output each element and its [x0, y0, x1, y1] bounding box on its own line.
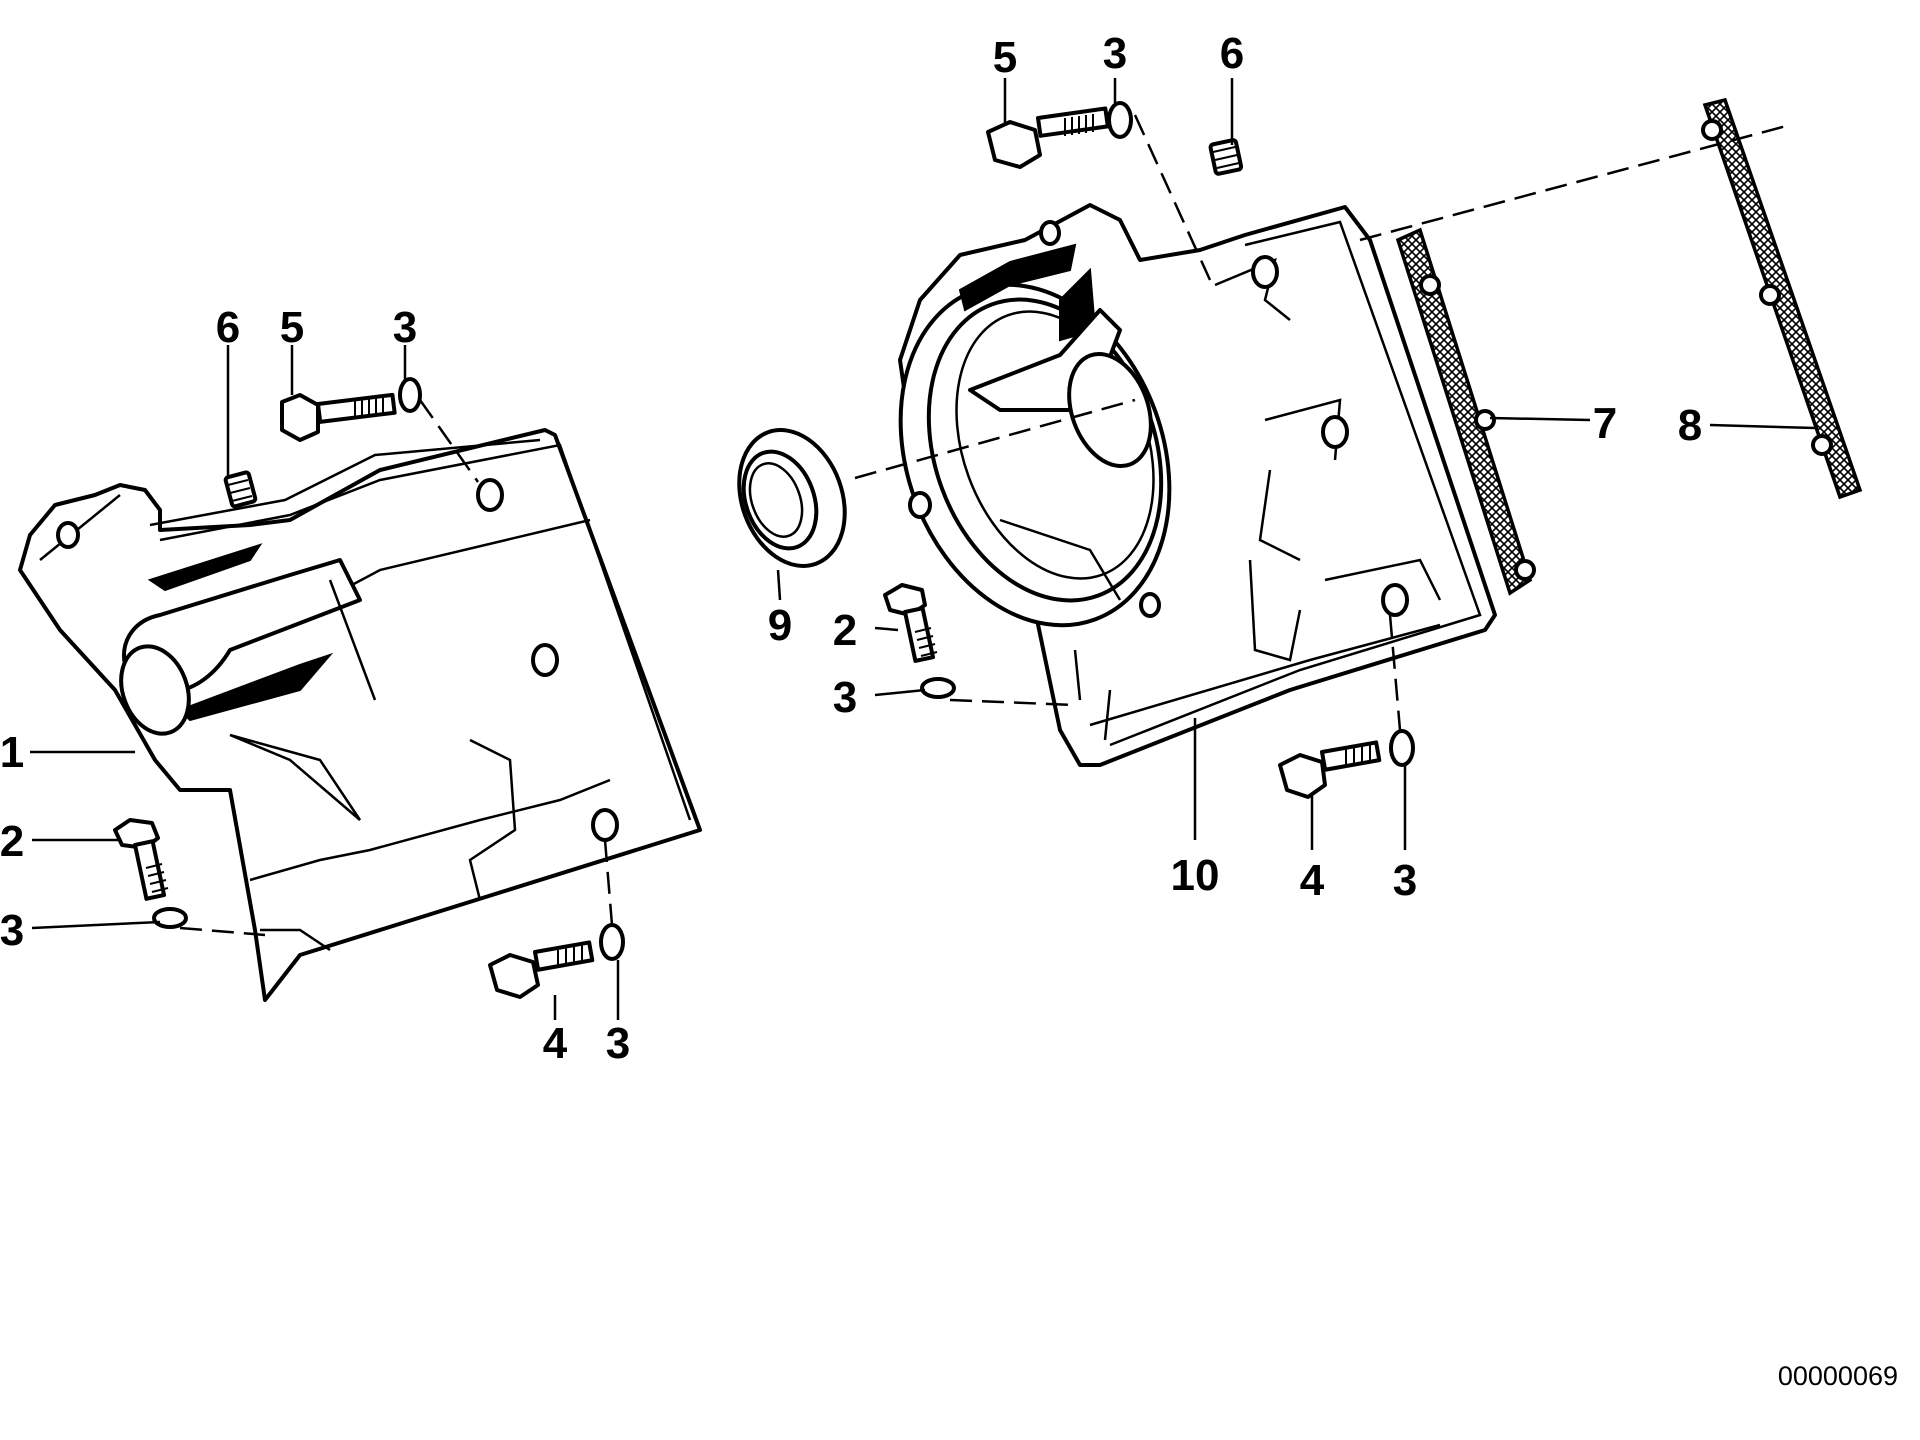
callout-right-6: 6	[1220, 29, 1244, 78]
diagram-number: 00000069	[1778, 1361, 1898, 1391]
callout-left-2: 2	[0, 817, 24, 866]
right-leader-lines	[776, 78, 1816, 850]
right-gasket-8	[1701, 97, 1863, 500]
left-washer-3-mid	[152, 907, 188, 929]
callout-right-3-mid: 3	[833, 673, 857, 722]
callout-left-3-mid: 3	[0, 906, 24, 955]
callout-right-3-bottom: 3	[1393, 856, 1417, 905]
right-washer-3-top	[1107, 101, 1133, 139]
callout-left-5: 5	[280, 303, 304, 352]
callout-left-1: 1	[0, 728, 24, 777]
left-timing-case-cover	[18, 428, 702, 1002]
right-timing-case-housing	[898, 203, 1497, 767]
callout-right-5: 5	[993, 33, 1017, 82]
left-washer-3-bottom	[599, 923, 625, 961]
callout-left-4: 4	[543, 1019, 568, 1068]
right-washer-3-bottom	[1389, 729, 1415, 767]
right-bolt-4	[1278, 740, 1382, 799]
left-bolt-5	[280, 392, 397, 442]
callout-right-8: 8	[1678, 401, 1702, 450]
callout-right-4: 4	[1300, 856, 1325, 905]
left-leader-lines	[30, 345, 620, 1020]
callout-left-3-top: 3	[393, 303, 417, 352]
callout-right-10: 10	[1171, 851, 1220, 900]
callout-left-3-bottom: 3	[606, 1019, 630, 1068]
left-washer-3-top	[398, 377, 422, 413]
right-bolt-5	[986, 106, 1110, 169]
right-gasket-7	[1395, 227, 1536, 596]
left-bolt-2	[113, 818, 169, 901]
callout-right-3-top: 3	[1103, 29, 1127, 78]
right-oil-seal-9	[737, 428, 847, 568]
right-washer-3-mid	[920, 677, 956, 699]
callout-left-6: 6	[216, 303, 240, 352]
left-bolt-4	[488, 940, 595, 999]
right-bolt-2	[883, 583, 938, 663]
callout-right-2: 2	[833, 606, 857, 655]
right-dowel-6	[1208, 138, 1244, 176]
callout-right-7: 7	[1593, 399, 1617, 448]
callout-right-9: 9	[768, 601, 792, 650]
left-dowel-6	[223, 470, 258, 509]
